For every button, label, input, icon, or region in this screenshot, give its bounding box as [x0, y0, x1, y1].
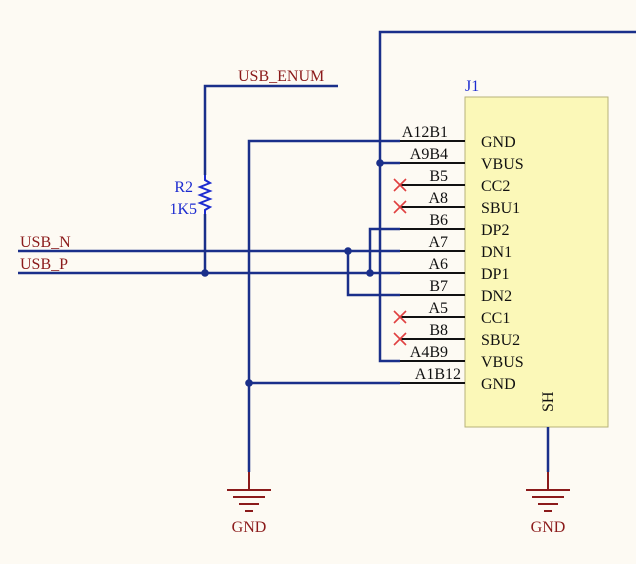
pin-number: A9B4: [410, 146, 448, 163]
junctions: [201, 159, 384, 387]
pin-number: B5: [429, 168, 448, 185]
resistor-refdes: R2: [174, 179, 193, 196]
pin-name: VBUS: [481, 354, 524, 371]
pin-number: A1B12: [415, 366, 461, 383]
no-connect-icon: [393, 310, 407, 324]
pin-name: SBU2: [481, 332, 520, 349]
pin-name: DP2: [481, 222, 509, 239]
pin-name: CC2: [481, 178, 510, 195]
connector-pins: [400, 140, 465, 384]
ground-symbol-left[interactable]: GND: [227, 472, 271, 536]
pin-name: VBUS: [481, 156, 524, 173]
pin-name: SBU1: [481, 200, 520, 217]
pin-name: DN1: [481, 244, 512, 261]
resistor-icon[interactable]: [197, 175, 213, 214]
net-label-usb-n: USB_N: [20, 234, 71, 251]
pin-number: A4B9: [410, 344, 448, 361]
connector-body[interactable]: [464, 96, 609, 428]
no-connect-icon: [393, 332, 407, 346]
pin-number: A7: [428, 234, 448, 251]
no-connect-markers: [393, 178, 407, 346]
pin-name: DP1: [481, 266, 509, 283]
connector-refdes: J1: [465, 78, 479, 95]
pin-number: B6: [429, 212, 448, 229]
ground-label: GND: [232, 519, 267, 536]
pin-number: B7: [429, 278, 448, 295]
pin-numbers: A12B1 A9B4 B5 A8 B6 A7 A6 B7 A5 B8 A4B9 …: [402, 124, 461, 383]
pin-name: CC1: [481, 310, 510, 327]
pin-number: A12B1: [402, 124, 448, 141]
pin-names: GND VBUS CC2 SBU1 DP2 DN1 DP1 DN2 CC1 SB…: [481, 134, 524, 393]
no-connect-icon: [393, 200, 407, 214]
dp2-wire[interactable]: [368, 227, 400, 273]
net-label-usb-p: USB_P: [20, 256, 68, 273]
net-label-usb-enum: USB_ENUM: [238, 68, 324, 85]
resistor-value: 1K5: [169, 201, 197, 218]
vbus-wire[interactable]: [378, 30, 636, 363]
junction-dot: [201, 269, 209, 277]
pin-name: GND: [481, 376, 516, 393]
gnd-wire[interactable]: [247, 139, 400, 472]
shield-pin-label: SH: [540, 391, 557, 412]
usb-enum-wire[interactable]: [203, 84, 338, 175]
pin-name: GND: [481, 134, 516, 151]
no-connect-icon: [393, 178, 407, 192]
junction-dot: [376, 159, 384, 167]
pin-number: A6: [428, 256, 448, 273]
pin-number: A8: [428, 190, 448, 207]
junction-dot: [344, 247, 352, 255]
ground-symbol-right[interactable]: GND: [526, 472, 570, 536]
pin-number: B8: [429, 322, 448, 339]
junction-dot: [245, 379, 253, 387]
dn2-wire[interactable]: [346, 251, 400, 297]
pin-number: A5: [428, 300, 448, 317]
junction-dot: [366, 269, 374, 277]
ground-label: GND: [531, 519, 566, 536]
pin-name: DN2: [481, 288, 512, 305]
